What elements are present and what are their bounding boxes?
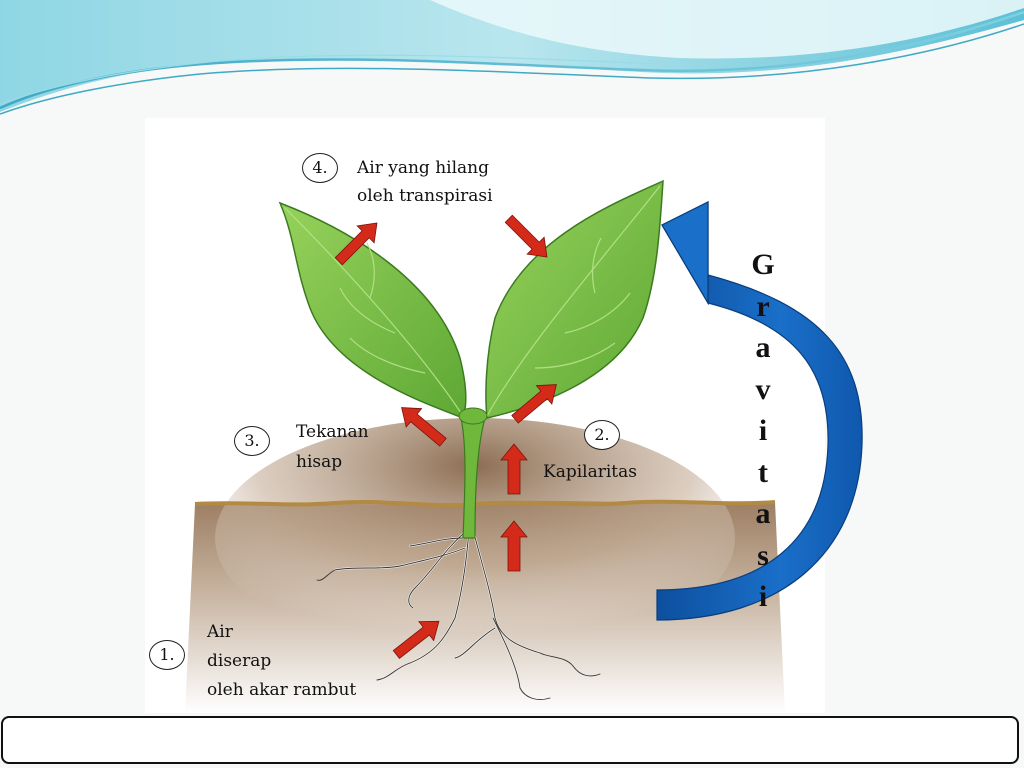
gravity-curved-arrow bbox=[656, 201, 863, 621]
plant-water-transport-diagram bbox=[145, 118, 825, 713]
gravity-letter: t bbox=[758, 455, 768, 489]
gravity-letter: i bbox=[758, 580, 768, 613]
gravity-letter: a bbox=[755, 331, 771, 364]
step-4-line-2: oleh transpirasi bbox=[357, 186, 493, 206]
header-wave-decoration bbox=[0, 0, 1024, 115]
transpiration-arrow-left bbox=[334, 222, 378, 266]
capillary-up-arrow-top bbox=[500, 443, 528, 495]
plant-illustration bbox=[185, 179, 785, 713]
step-1-number: 1. bbox=[149, 640, 185, 670]
step-2-number: 2. bbox=[584, 420, 620, 450]
step-1-line-2: diserap bbox=[207, 651, 272, 671]
gravity-letter: i bbox=[758, 414, 768, 447]
gravity-letter: r bbox=[756, 289, 770, 323]
root-absorption-arrow bbox=[392, 620, 440, 659]
step-1-line-1: Air bbox=[207, 622, 233, 642]
text-box[interactable] bbox=[1, 716, 1019, 764]
step-3-line-2: hisap bbox=[296, 452, 343, 472]
gravity-letter: s bbox=[757, 538, 769, 572]
step-3-line-1: Tekanan bbox=[296, 422, 369, 442]
gravity-letter: v bbox=[755, 372, 771, 406]
step-4-line-1: Air yang hilang bbox=[357, 158, 490, 178]
step-1-line-3: oleh akar rambut bbox=[207, 680, 357, 700]
step-3-number: 3. bbox=[234, 426, 270, 456]
capillary-up-arrow-bottom bbox=[500, 520, 528, 572]
capillary-diagonal-arrow bbox=[511, 384, 557, 424]
suction-arrow bbox=[401, 407, 447, 447]
transpiration-arrow-right bbox=[504, 214, 548, 258]
water-flow-arrows bbox=[334, 214, 557, 659]
step-2-line-1: Kapilaritas bbox=[543, 462, 637, 482]
plant-stem bbox=[460, 417, 486, 539]
gravity-letter: a bbox=[755, 497, 771, 530]
gravity-letter: G bbox=[751, 248, 775, 281]
step-4-number: 4. bbox=[302, 153, 338, 183]
gravity-label: G r a v i t a s i bbox=[748, 244, 778, 618]
